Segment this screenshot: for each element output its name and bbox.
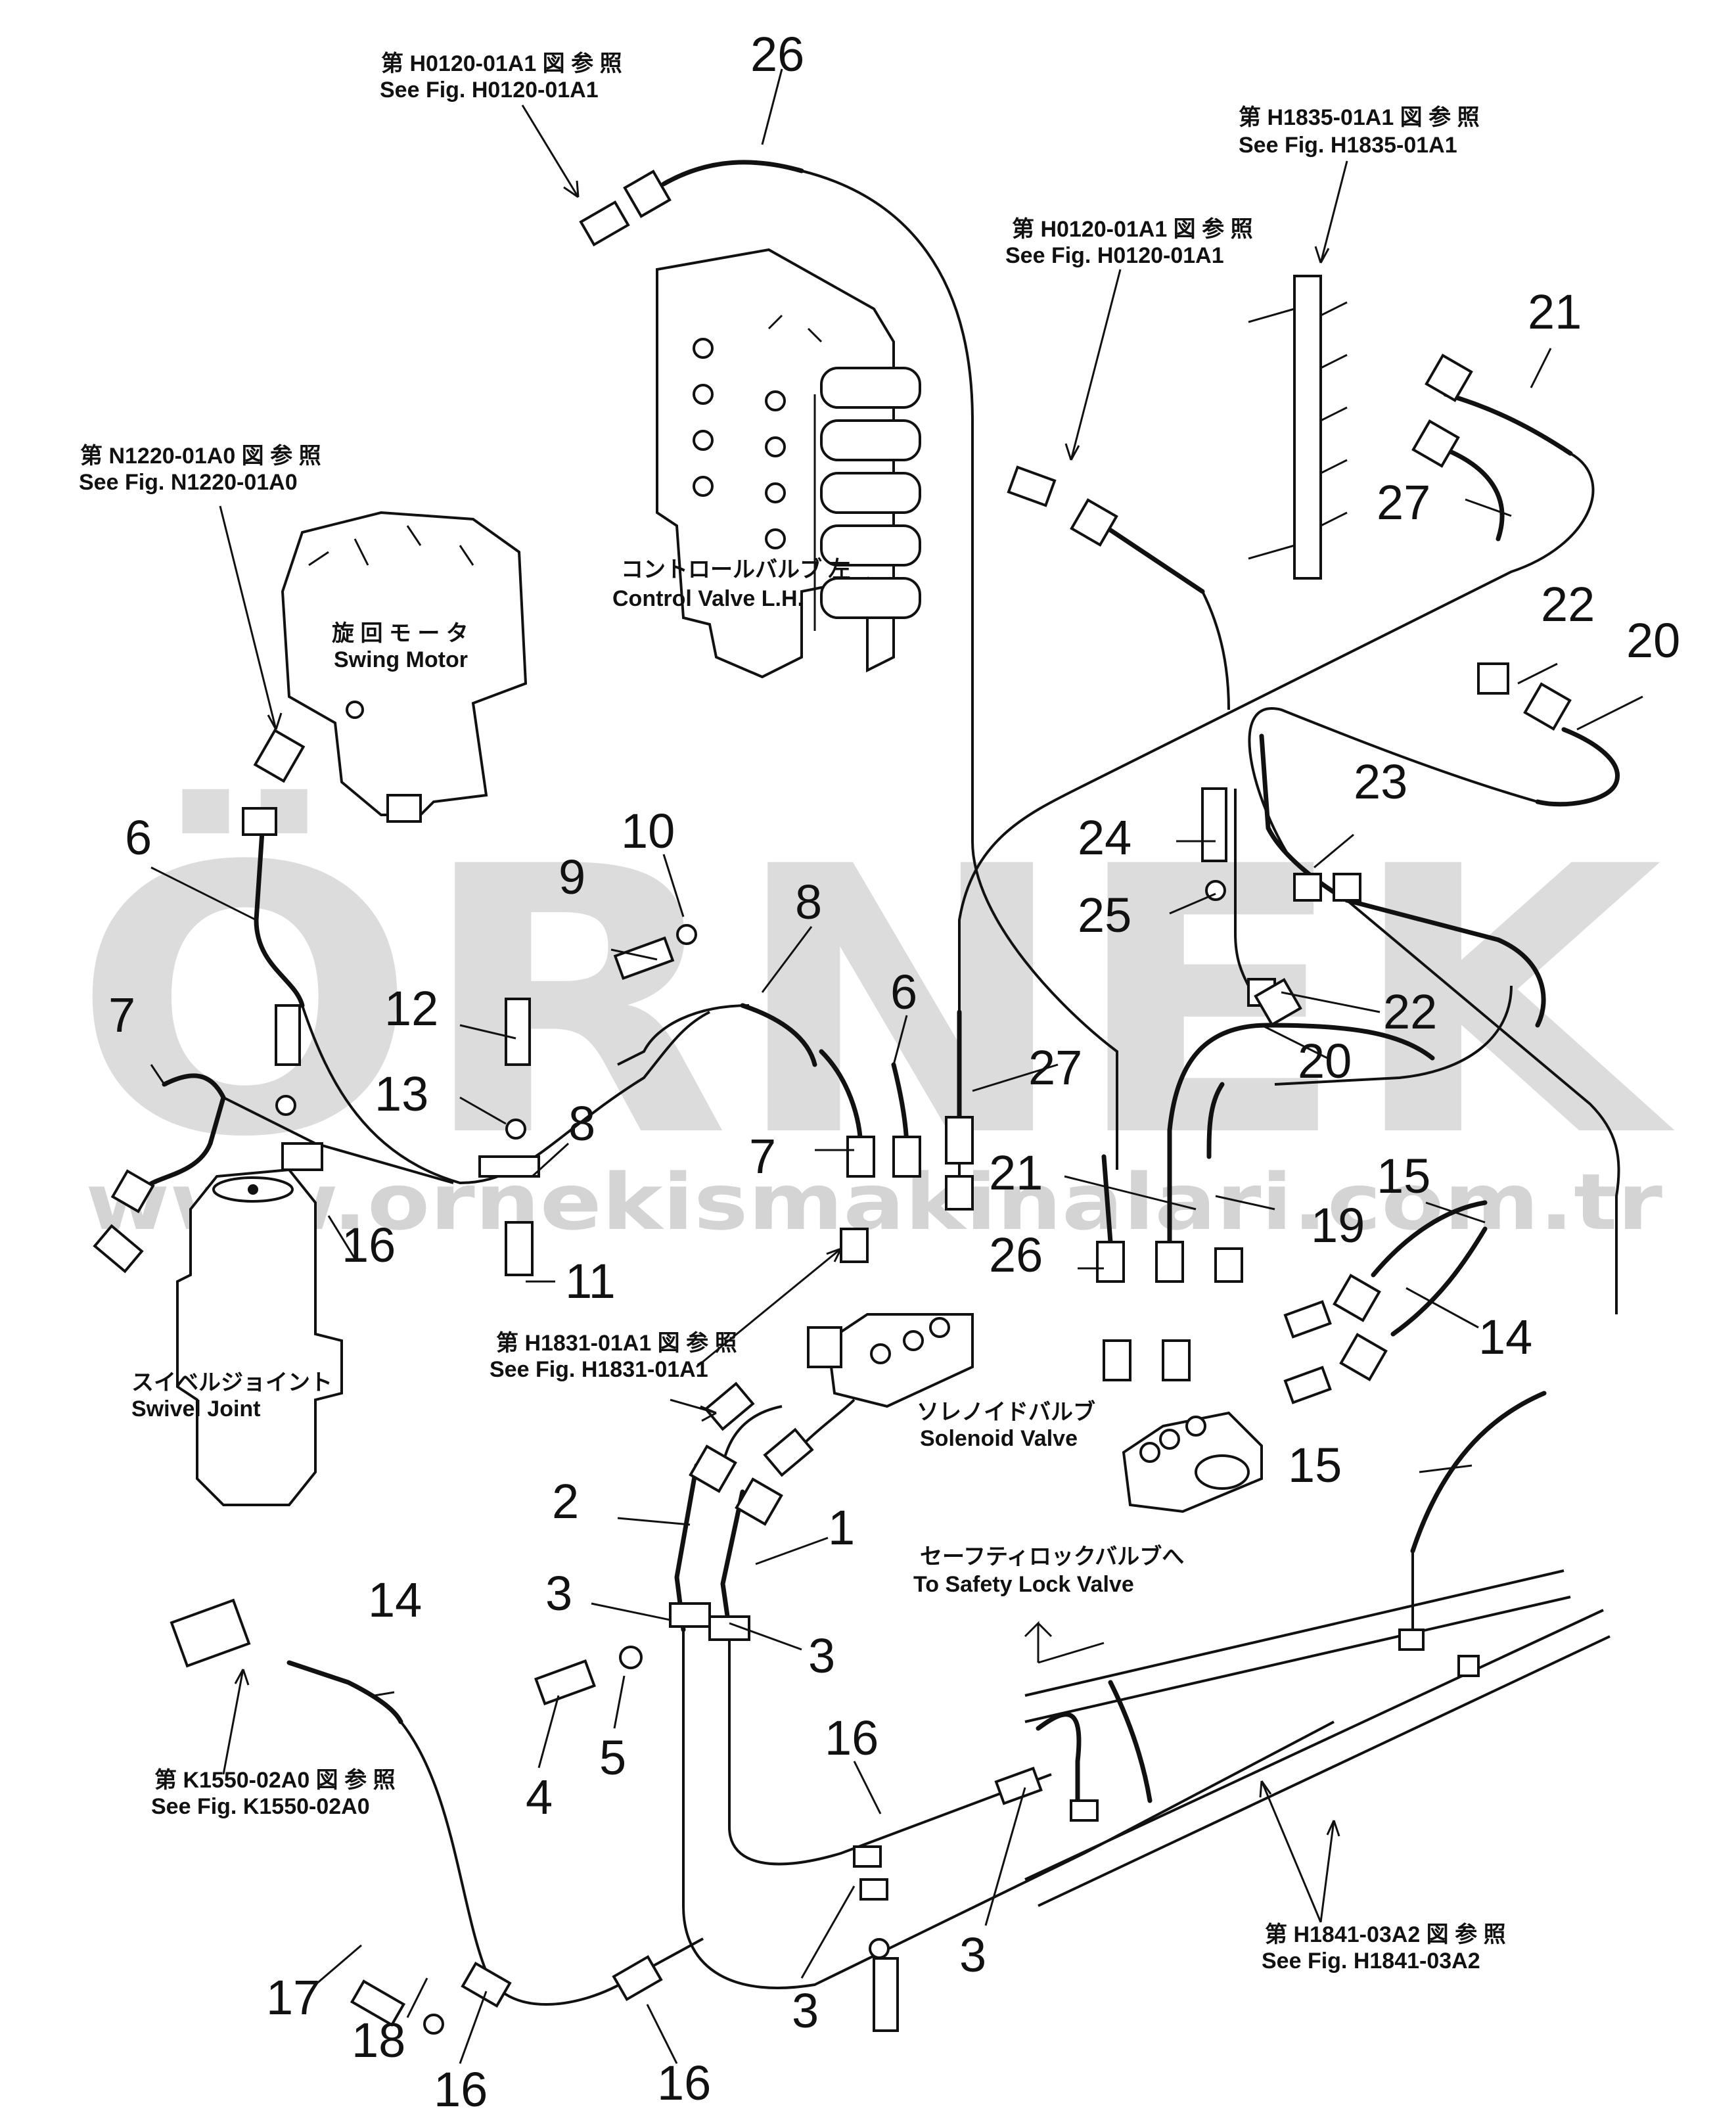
callout-3-bottom: 3 xyxy=(792,1983,819,2038)
control-valve-illustration xyxy=(656,248,921,679)
solenoid-valve-label-en: Solenoid Valve xyxy=(920,1426,1078,1451)
callout-13: 13 xyxy=(375,1067,428,1121)
fittings xyxy=(93,170,1572,2035)
swivel-joint-label-en: Swivel Joint xyxy=(131,1397,261,1421)
callout-27-mid: 27 xyxy=(1028,1040,1082,1095)
callout-27-top: 27 xyxy=(1377,475,1430,530)
callout-19: 19 xyxy=(1311,1198,1365,1253)
ref-n1220-jp: 第 N1220-01A0 図 参 照 xyxy=(80,444,321,469)
swivel-joint-label-jp: スイベルジョイント xyxy=(131,1370,332,1395)
swivel-joint-illustration xyxy=(176,1168,343,1506)
ref-h1835-jp: 第 H1835-01A1 図 参 照 xyxy=(1239,105,1480,130)
callout-20-right: 20 xyxy=(1626,613,1680,668)
ref-h0120-mid-jp: 第 H0120-01A1 図 参 照 xyxy=(1012,217,1253,242)
swing-motor-illustration xyxy=(281,511,528,823)
callout-2: 2 xyxy=(552,1474,579,1529)
ref-h1831-en: See Fig. H1831-01A1 xyxy=(490,1357,708,1382)
callout-23: 23 xyxy=(1354,754,1407,809)
ref-h0120-top-jp: 第 H0120-01A1 図 参 照 xyxy=(381,51,622,76)
ref-k1550-jp: 第 K1550-02A0 図 参 照 xyxy=(154,1768,396,1793)
safety-lock-label-en: To Safety Lock Valve xyxy=(913,1572,1134,1597)
manifold-block-illustration xyxy=(1248,275,1348,580)
ref-h0120-mid-en: See Fig. H0120-01A1 xyxy=(1005,243,1224,268)
swing-motor-label-jp: 旋 回 モ ー タ xyxy=(332,621,468,646)
ref-h0120-top-en: See Fig. H0120-01A1 xyxy=(380,78,599,103)
callout-11: 11 xyxy=(565,1254,616,1308)
callout-17: 17 xyxy=(266,1970,320,2025)
callout-15-bottom: 15 xyxy=(1288,1438,1342,1492)
ref-h1831-jp: 第 H1831-01A1 図 参 照 xyxy=(496,1331,737,1356)
callout-8-top: 8 xyxy=(795,875,822,929)
callout-5: 5 xyxy=(599,1730,626,1785)
callout-22-right: 22 xyxy=(1541,577,1595,632)
control-valve-label-jp: コントロールバルブ 左 xyxy=(621,557,850,582)
callout-16-bottom-right: 16 xyxy=(657,2056,711,2110)
callout-12: 12 xyxy=(384,981,438,1036)
watermark-accent-mark-right xyxy=(250,874,296,900)
ref-k1550-en: See Fig. K1550-02A0 xyxy=(151,1794,370,1819)
callout-26-top: 26 xyxy=(750,27,804,81)
callout-10: 10 xyxy=(621,804,675,858)
callout-22-mid: 22 xyxy=(1383,984,1437,1039)
solenoid-valve-left-illustration xyxy=(807,1313,974,1408)
callout-14-right: 14 xyxy=(1478,1310,1532,1364)
callout-18: 18 xyxy=(352,2013,405,2067)
callout-3-left: 3 xyxy=(545,1566,572,1621)
callout-6-left: 6 xyxy=(125,810,152,865)
callout-15-top: 15 xyxy=(1377,1149,1430,1203)
callout-14-left: 14 xyxy=(368,1573,422,1627)
callout-16-mid: 16 xyxy=(825,1711,879,1765)
callout-21-mid: 21 xyxy=(989,1145,1043,1200)
callout-16-bottom-left: 16 xyxy=(434,2062,488,2117)
callout-9: 9 xyxy=(559,850,585,904)
ref-h1841-jp: 第 H1841-03A2 図 参 照 xyxy=(1265,1922,1506,1947)
callout-3-right: 3 xyxy=(959,1928,986,1982)
callout-20-mid: 20 xyxy=(1298,1034,1352,1088)
frame-rails xyxy=(1024,1569,1610,1907)
callout-8-mid: 8 xyxy=(568,1096,595,1151)
watermark-accent-mark-left xyxy=(151,874,217,900)
callout-7-left: 7 xyxy=(108,988,135,1042)
safety-lock-arrow xyxy=(1024,1621,1105,1664)
callout-16-left: 16 xyxy=(342,1218,396,1272)
safety-lock-label-jp: セーフティロックバルブへ xyxy=(920,1544,1184,1569)
callout-6-mid: 6 xyxy=(890,965,917,1019)
ref-h1835-en: See Fig. H1835-01A1 xyxy=(1239,133,1457,158)
leader-lines xyxy=(150,68,1643,2064)
ref-h1841-en: See Fig. H1841-03A2 xyxy=(1262,1949,1480,1974)
control-valve-label-en: Control Valve L.H. xyxy=(612,586,804,611)
callout-3-mid: 3 xyxy=(808,1628,835,1683)
solenoid-valve-label-jp: ソレノイドバルブ xyxy=(917,1399,1095,1425)
ref-n1220-en: See Fig. N1220-01A0 xyxy=(79,470,298,495)
solenoid-valve-right-illustration xyxy=(1122,1411,1263,1513)
callout-26-mid: 26 xyxy=(989,1228,1043,1282)
callout-1: 1 xyxy=(828,1500,855,1555)
hoses xyxy=(142,160,1620,2006)
swing-motor-label-en: Swing Motor xyxy=(334,647,468,672)
callout-7-mid: 7 xyxy=(749,1129,776,1184)
callout-4: 4 xyxy=(526,1770,553,1824)
callout-24: 24 xyxy=(1078,810,1131,865)
callout-21-top: 21 xyxy=(1528,285,1582,339)
callout-25: 25 xyxy=(1078,888,1131,942)
